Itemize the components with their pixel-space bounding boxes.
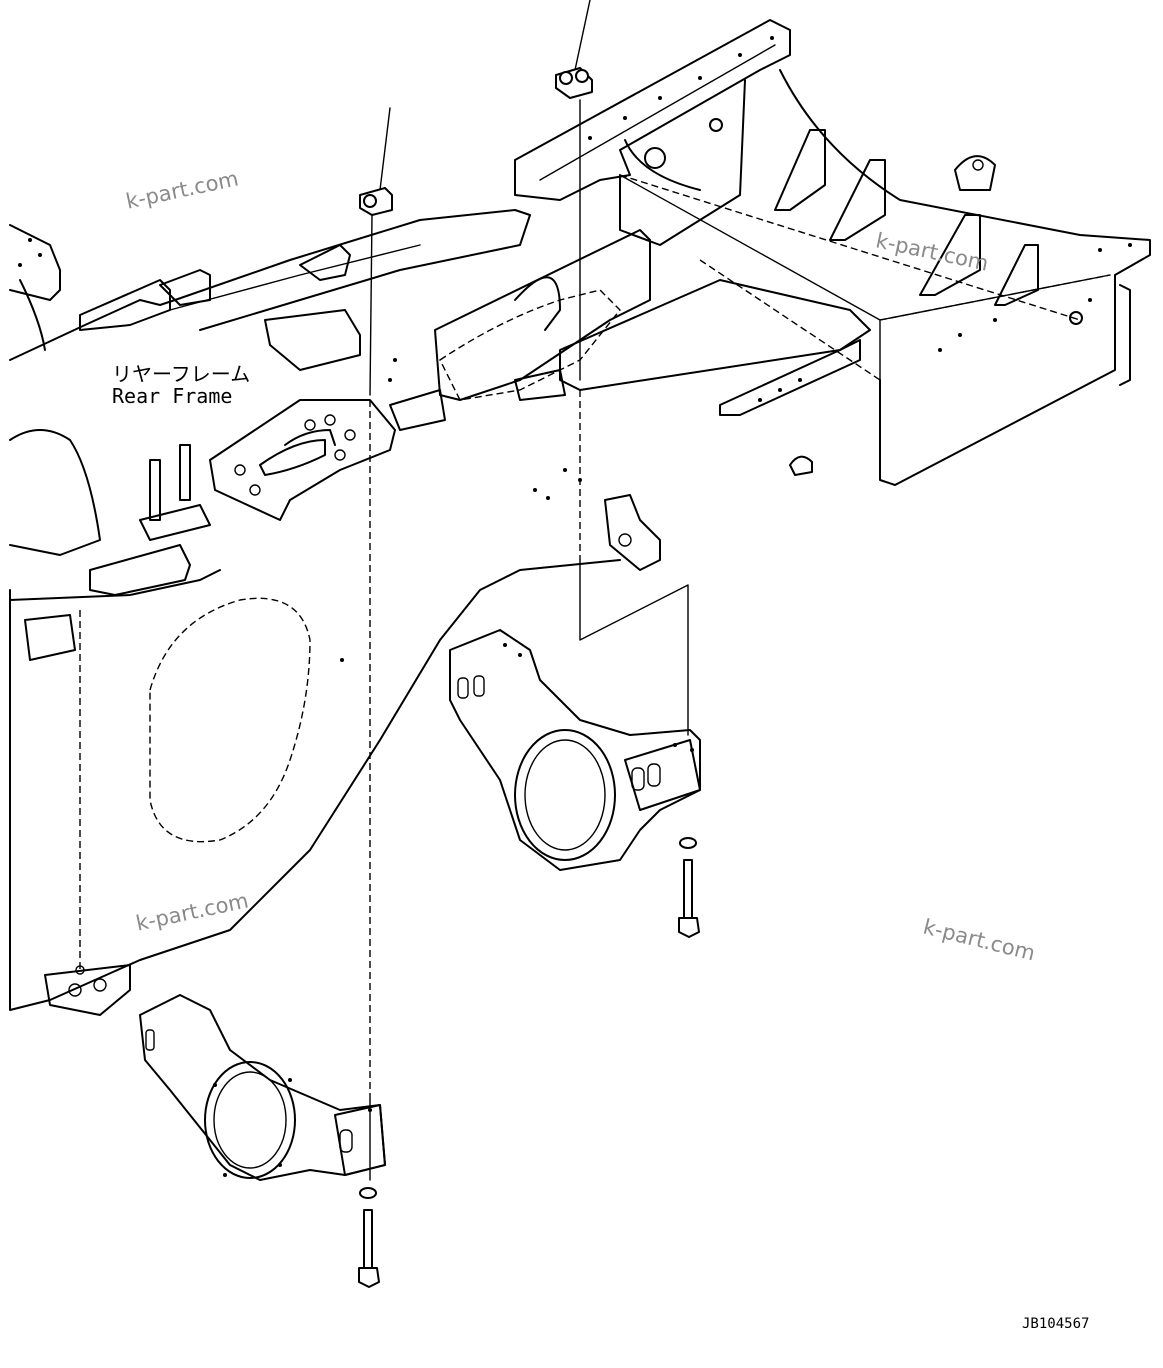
axle-housing-upper bbox=[449, 629, 701, 871]
bolt-left bbox=[363, 1209, 373, 1269]
drawing-code: JB104567 bbox=[1022, 1316, 1090, 1332]
bolt-right bbox=[683, 859, 693, 919]
washer-right bbox=[679, 837, 697, 849]
part-label-english: Rear Frame bbox=[112, 384, 233, 408]
washer-left bbox=[359, 1187, 377, 1199]
part-label-japanese: リヤーフレーム bbox=[112, 362, 251, 386]
front-frame bbox=[9, 209, 661, 1016]
axle-housing-lower bbox=[139, 994, 386, 1181]
mounting-hardware bbox=[358, 0, 700, 1288]
rear-frame bbox=[434, 19, 1151, 486]
